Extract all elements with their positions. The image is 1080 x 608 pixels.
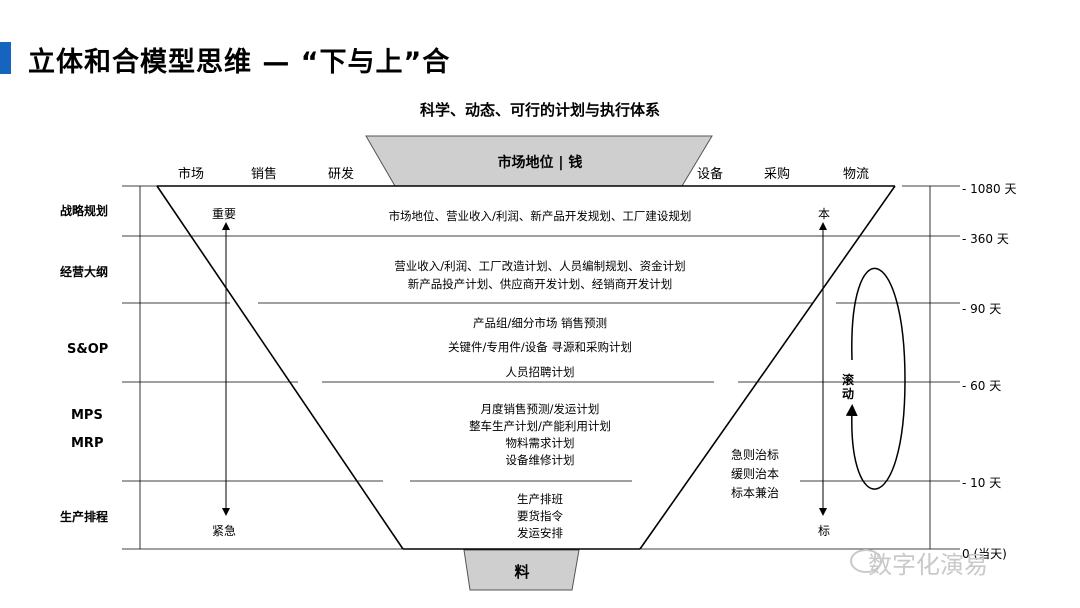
plan-sched-3: 发运安排	[517, 526, 563, 540]
watermark-text: 数字化演易	[868, 551, 988, 579]
left-axis-bottom-label: 紧急	[212, 524, 237, 538]
left-axis-top-label: 重要	[212, 207, 237, 221]
dept-equipment: 设备	[697, 167, 724, 182]
guidance-1: 急则治标	[731, 448, 780, 462]
dept-market: 市场	[178, 167, 205, 182]
plan-operating-1: 营业收入/利润、工厂改造计划、人员编制规划、资金计划	[394, 259, 686, 273]
stage-strategic: 战略规划	[60, 204, 109, 218]
diagram-subtitle: 科学、动态、可行的计划与执行体系	[419, 101, 660, 119]
page-title: 立体和合模型思维 — “下与上”合	[28, 47, 451, 78]
plan-sop-3: 人员招聘计划	[505, 365, 575, 379]
horizon-1080: - 1080 天	[962, 182, 1017, 196]
stage-scheduling: 生产排程	[60, 510, 109, 524]
dept-sales: 销售	[251, 167, 278, 182]
plan-strategic: 市场地位、营业收入/利润、新产品开发规划、工厂建设规划	[388, 209, 692, 223]
plan-mps-4: 设备维修计划	[505, 453, 575, 467]
top-box-label: 市场地位 | 钱	[497, 155, 583, 171]
rolling-loop-arrow	[845, 267, 906, 490]
rolling-label-2: 动	[842, 387, 855, 401]
wechat-icon	[850, 549, 882, 573]
plan-sched-1: 生产排班	[517, 492, 563, 506]
plan-mps-3: 物料需求计划	[505, 436, 575, 450]
plan-sched-2: 要货指令	[517, 509, 563, 523]
stage-mps: MPS	[71, 408, 103, 423]
horizon-360: - 360 天	[962, 232, 1009, 246]
plan-operating-2: 新产品投产计划、供应商开发计划、经销商开发计划	[407, 277, 673, 291]
horizon-10: - 10 天	[962, 476, 1002, 490]
stage-sop: S&OP	[67, 342, 109, 357]
funnel-left-edge	[156, 185, 404, 550]
horizon-90: - 90 天	[962, 302, 1002, 316]
horizon-60: - 60 天	[962, 379, 1002, 393]
bottom-box	[463, 549, 580, 591]
plan-sop-2: 关键件/专用件/设备 寻源和采购计划	[448, 340, 632, 354]
dept-purchasing: 采购	[764, 167, 791, 182]
right-axis-top-label: 本	[818, 207, 831, 221]
rolling-label-1: 滚	[842, 373, 855, 387]
funnel-right-edge	[639, 185, 896, 550]
title-accent-bar	[0, 42, 11, 74]
horizon-0: 0 (当天)	[962, 547, 1007, 561]
stage-mrp: MRP	[71, 436, 104, 451]
dept-rd: 研发	[328, 167, 355, 182]
bottom-box-label: 料	[514, 563, 530, 581]
plan-sop-1: 产品组/细分市场 销售预测	[472, 316, 608, 330]
plan-mps-1: 月度销售预测/发运计划	[480, 402, 600, 416]
right-axis-bottom-label: 标	[818, 524, 831, 538]
guidance-3: 标本兼治	[731, 486, 780, 500]
dept-logistics: 物流	[843, 167, 870, 182]
stage-operating: 经营大纲	[60, 265, 109, 279]
plan-mps-2: 整车生产计划/产能利用计划	[469, 419, 611, 433]
guidance-2: 缓则治本	[731, 467, 780, 481]
